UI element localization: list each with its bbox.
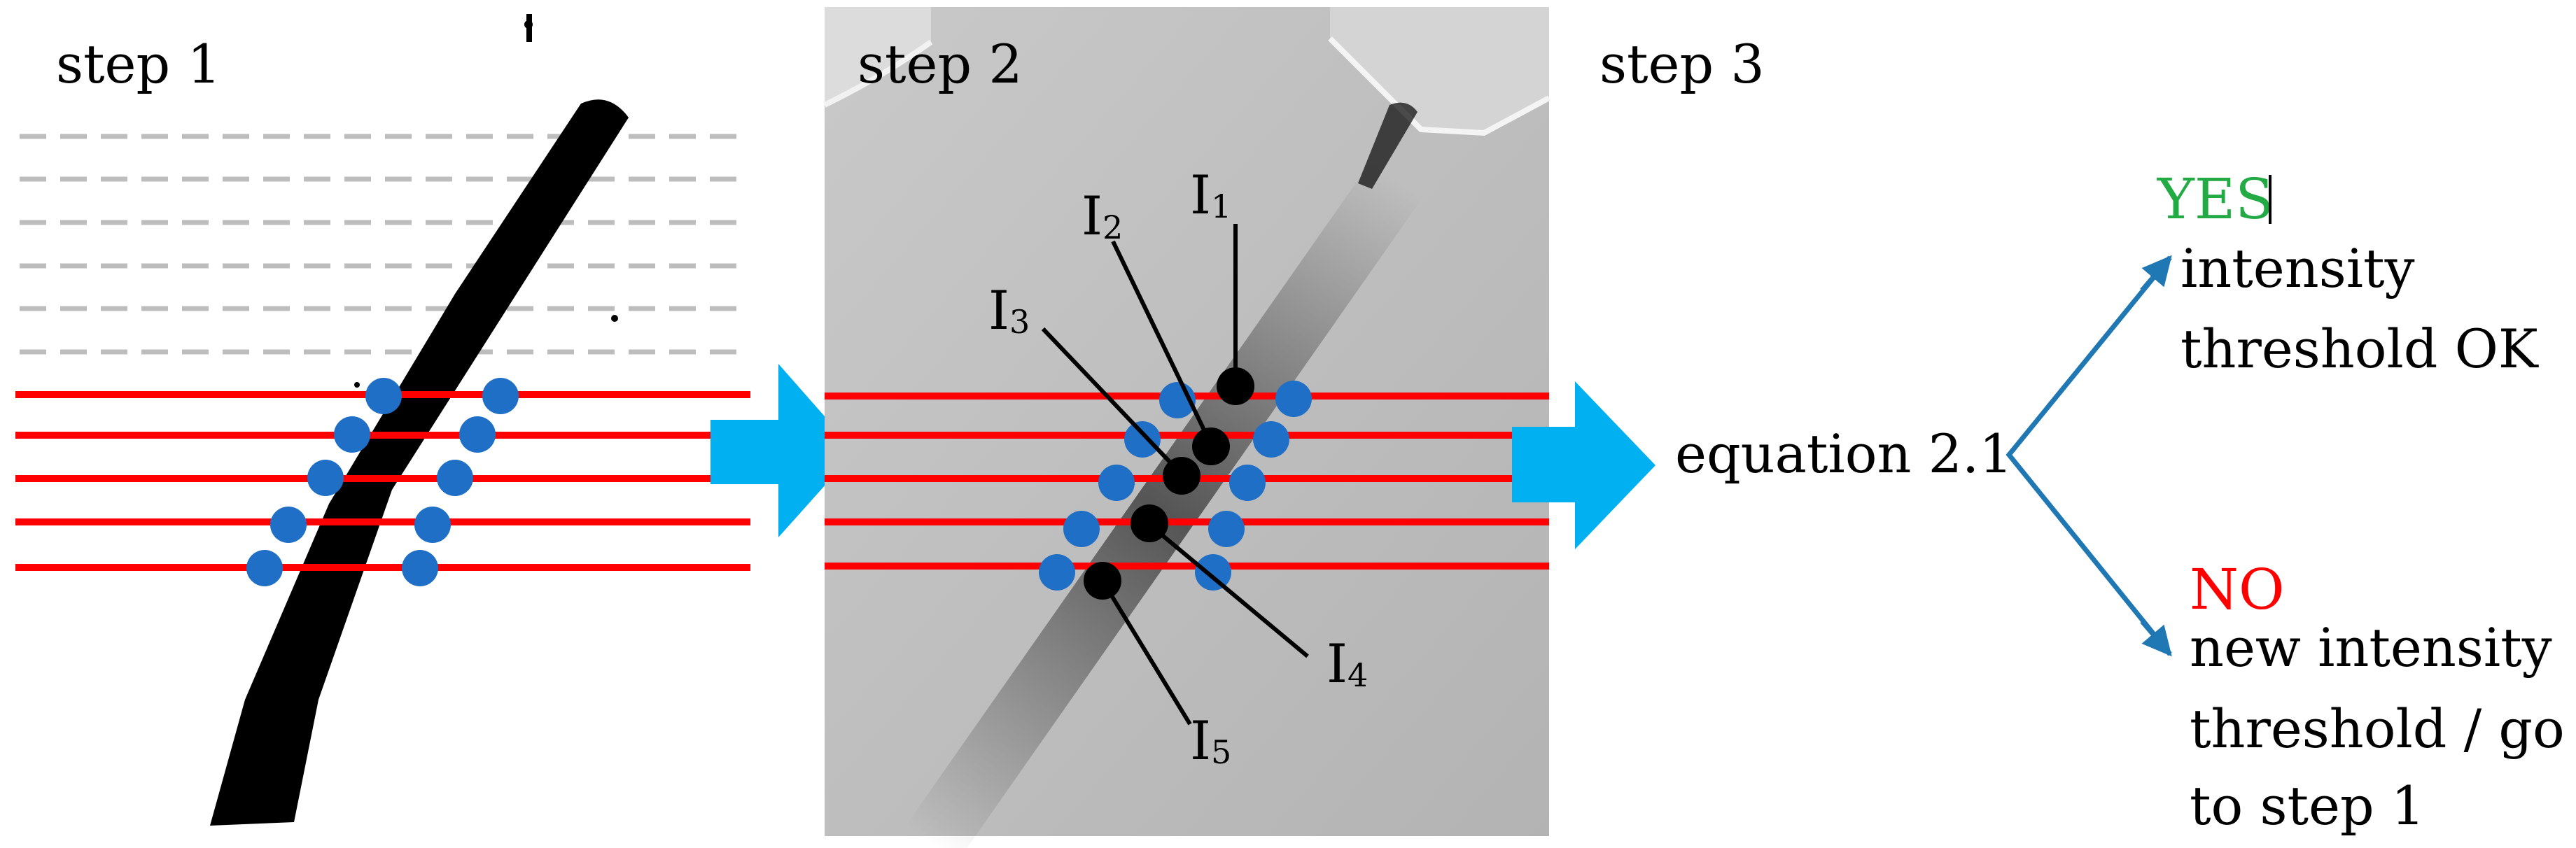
intensity-label-i3: I3 — [988, 279, 1030, 341]
intensity-labels: I1 I2 I3 I4 I5 — [988, 164, 1368, 772]
edge-marker — [365, 378, 402, 414]
step2-center-markers — [1084, 367, 1254, 600]
image-artifact — [825, 7, 931, 105]
edge-marker — [482, 378, 519, 414]
edge-marker — [437, 460, 473, 496]
binary-streak-shape — [210, 99, 629, 826]
streak-tip — [1358, 102, 1418, 189]
center-marker — [1217, 367, 1254, 405]
edge-marker — [246, 550, 283, 586]
step1-panel: step 1 — [15, 14, 750, 826]
edge-marker — [414, 507, 451, 543]
leader-line-i2 — [1111, 240, 1213, 446]
intensity-label-i4: I4 — [1326, 633, 1368, 695]
yes-text-line1: intensity — [2180, 237, 2415, 299]
leader-line-i4 — [1147, 521, 1309, 658]
edge-marker — [1098, 465, 1135, 501]
step3-label: step 3 — [1600, 33, 1765, 95]
edge-marker — [1063, 511, 1100, 547]
no-text-line3: to step 1 — [2190, 775, 2425, 837]
center-marker — [1084, 562, 1121, 600]
image-artifact — [1330, 7, 1549, 133]
leader-line-i5 — [1100, 579, 1192, 726]
edge-marker — [270, 507, 307, 543]
yes-text-line2: threshold OK — [2180, 318, 2539, 380]
leader-line-i3 — [1041, 327, 1185, 478]
step1-dashed-lines — [20, 134, 750, 355]
no-label: NO — [2190, 557, 2285, 622]
noise-speck — [526, 14, 532, 42]
edge-marker — [307, 460, 344, 496]
arrow-step1-to-step2 — [710, 364, 855, 537]
step2-edge-markers — [1039, 381, 1312, 591]
edge-marker — [334, 416, 370, 453]
edge-marker — [1195, 554, 1231, 591]
image-artifact — [823, 39, 933, 108]
center-marker — [1130, 504, 1168, 542]
arrow-step2-to-step3 — [1512, 381, 1656, 549]
yes-arrowhead — [2140, 255, 2172, 292]
no-text-line2: threshold / go — [2190, 698, 2565, 760]
yes-label: YES — [2157, 167, 2274, 232]
step3-panel: step 3 equation 2.1 YES intensity thresh… — [1600, 33, 2565, 837]
noise-speck — [611, 315, 618, 322]
grayscale-image-background — [825, 7, 1549, 836]
intensity-label-i5: I5 — [1190, 709, 1231, 772]
edge-marker — [1039, 554, 1075, 591]
step1-edge-markers — [246, 378, 519, 586]
edge-marker — [1275, 381, 1312, 417]
noise-speck — [354, 382, 360, 388]
edge-marker — [1229, 465, 1266, 501]
no-text-line1: new intensity — [2190, 616, 2552, 679]
branch-arrows — [2005, 255, 2172, 656]
step2-label: step 2 — [858, 33, 1023, 95]
equation-label: equation 2.1 — [1675, 423, 2012, 485]
intensity-label-i1: I1 — [1190, 164, 1231, 226]
edge-marker — [1208, 511, 1245, 547]
center-marker — [1192, 427, 1230, 465]
step1-label: step 1 — [56, 33, 221, 95]
center-marker — [1163, 457, 1200, 495]
intensity-label-i2: I2 — [1082, 185, 1123, 247]
edge-marker — [459, 416, 496, 453]
intensity-leader-lines — [1041, 224, 1309, 726]
image-artifact — [1328, 36, 1550, 136]
no-arrowhead — [2140, 619, 2172, 657]
edge-marker — [402, 550, 438, 586]
edge-marker — [1253, 421, 1289, 458]
edge-marker — [1124, 421, 1161, 458]
step1-red-lines — [15, 391, 750, 571]
step2-panel: I1 I2 I3 I4 I5 step 2 — [823, 7, 1550, 848]
